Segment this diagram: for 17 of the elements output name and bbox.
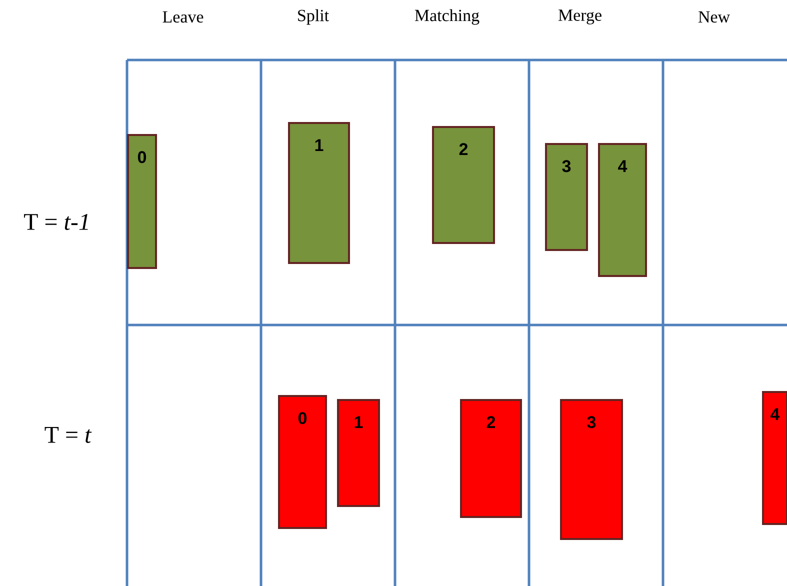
column-header: New bbox=[698, 11, 730, 23]
object-box: 2 bbox=[460, 399, 522, 518]
object-box: 3 bbox=[560, 399, 623, 540]
column-header: Merge bbox=[558, 10, 602, 24]
object-box: 0 bbox=[127, 134, 157, 269]
object-box: 3 bbox=[545, 143, 588, 251]
column-header: Split bbox=[298, 9, 329, 25]
column-header: Matching bbox=[414, 9, 480, 25]
object-box: 4 bbox=[762, 390, 787, 525]
row-label: T = t-1 bbox=[24, 214, 88, 230]
object-box: 0 bbox=[278, 394, 327, 529]
object-box: 4 bbox=[598, 143, 647, 277]
column-header: Leave bbox=[162, 11, 204, 23]
object-box: 1 bbox=[337, 399, 380, 507]
object-box: 2 bbox=[432, 126, 495, 244]
object-box: 1 bbox=[288, 122, 350, 264]
row-label: T = t bbox=[44, 427, 92, 443]
